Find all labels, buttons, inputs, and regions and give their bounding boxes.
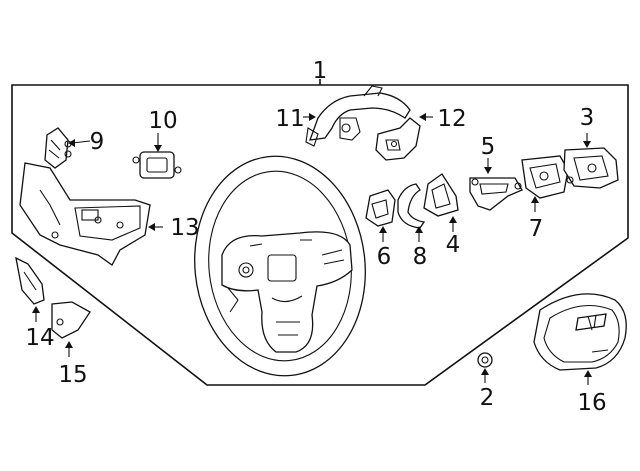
callout-3: 3 bbox=[580, 105, 595, 131]
callout-13: 13 bbox=[170, 215, 199, 241]
air-bag-module-drawing bbox=[533, 293, 627, 371]
switch-trim-piece-drawing bbox=[397, 183, 426, 229]
callout-16: 16 bbox=[577, 390, 606, 416]
callout-2: 2 bbox=[480, 385, 495, 411]
harness-bracket-drawing bbox=[375, 117, 421, 161]
switch-trim-drawing bbox=[423, 173, 459, 217]
lower-cover-drawing bbox=[15, 256, 45, 305]
bolt-drawing bbox=[477, 352, 493, 368]
callout-6: 6 bbox=[377, 244, 392, 270]
callout-14: 14 bbox=[25, 325, 54, 351]
steering-wheel-drawing bbox=[194, 155, 366, 377]
callout-5: 5 bbox=[481, 134, 496, 160]
assembly-boundary bbox=[11, 84, 629, 386]
leader-lines bbox=[32, 113, 592, 385]
right-switch-bezel-drawing bbox=[563, 147, 619, 189]
callout-10: 10 bbox=[148, 108, 177, 134]
left-switch-panel-drawing bbox=[19, 162, 151, 266]
callout-8: 8 bbox=[413, 244, 428, 270]
trim-cover-drawing bbox=[51, 301, 91, 339]
callout-11: 11 bbox=[275, 106, 304, 132]
callout-labels: 1 2 3 4 5 6 7 8 9 10 11 12 13 14 15 16 bbox=[25, 58, 606, 416]
callout-12: 12 bbox=[437, 106, 466, 132]
callout-15: 15 bbox=[58, 362, 87, 388]
callout-4: 4 bbox=[446, 232, 461, 258]
bracket-drawing bbox=[469, 177, 523, 211]
small-switch-drawing bbox=[365, 189, 396, 227]
callout-1: 1 bbox=[313, 58, 328, 84]
callout-9: 9 bbox=[90, 129, 105, 155]
callout-7: 7 bbox=[529, 216, 544, 242]
switch-module-drawing bbox=[132, 151, 182, 179]
emblem-icon bbox=[575, 313, 607, 331]
control-switch-drawing bbox=[521, 155, 569, 199]
paddle-switch-drawing bbox=[44, 127, 72, 169]
wiring-harness-drawing bbox=[305, 85, 411, 147]
